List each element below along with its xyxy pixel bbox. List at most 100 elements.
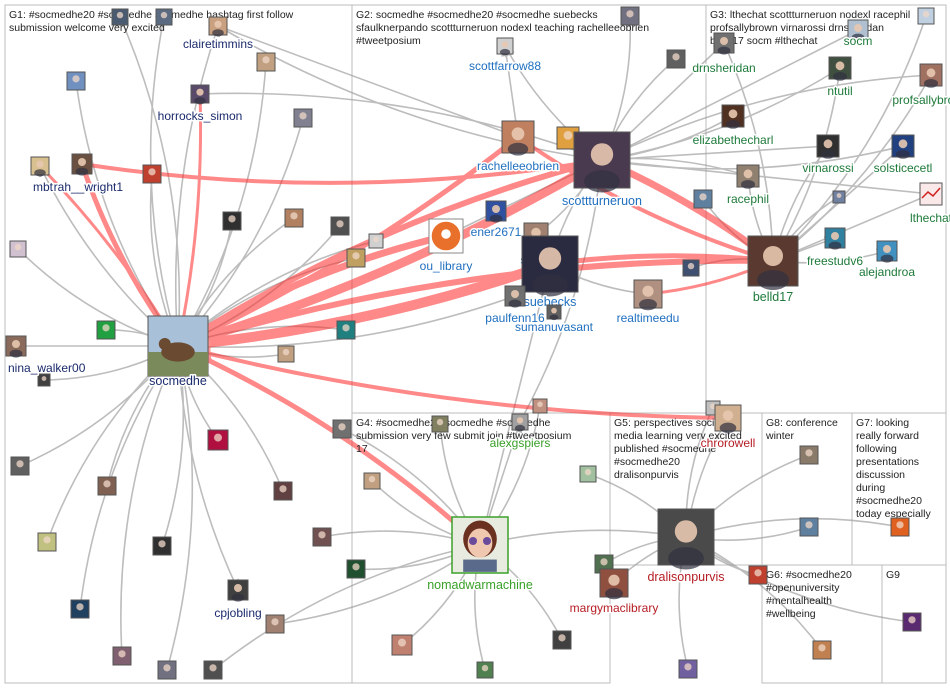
avatar-photo-icon[interactable]	[157, 660, 177, 680]
node-ntutil[interactable]: ntutil	[826, 56, 854, 100]
avatar-photo-icon[interactable]	[9, 240, 27, 258]
node-profsallybrown[interactable]: profsallybrown	[891, 63, 950, 109]
node-freestudv6[interactable]: freestudv6	[805, 227, 865, 270]
avatar-photo-icon[interactable]	[66, 71, 86, 91]
node-socm[interactable]: socm	[842, 19, 874, 50]
avatar-photo-icon[interactable]	[368, 233, 384, 249]
node-horrocks_simon[interactable]: horrocks_simon	[156, 84, 244, 125]
avatar-head	[684, 663, 692, 671]
avatar-photo-icon[interactable]	[363, 472, 381, 490]
avatar-photo-icon[interactable]	[620, 6, 640, 26]
node-chrorowell[interactable]: chrorowell	[699, 404, 757, 452]
edge	[601, 69, 933, 161]
avatar-photo-icon[interactable]	[812, 640, 832, 660]
avatar-head	[600, 558, 608, 566]
avatar-head	[209, 664, 217, 672]
avatar-photo-icon[interactable]	[832, 190, 846, 204]
avatar-photo-icon[interactable]	[155, 8, 173, 26]
node-sumanuvasant[interactable]: sumanuvasant	[513, 304, 595, 336]
avatar-photo-icon[interactable]	[112, 646, 132, 666]
node-scottturneruon[interactable]: scottturneruon	[561, 131, 643, 210]
node-virnarossi[interactable]: virnarossi	[801, 134, 855, 177]
book-cover-icon[interactable]	[207, 429, 229, 451]
node-elizabethecharl[interactable]: elizabethecharl	[691, 104, 775, 149]
node-belld17[interactable]: belld17	[747, 235, 799, 306]
avatar-photo-icon[interactable]	[111, 8, 129, 26]
node-margymaclibrary[interactable]: margymaclibrary	[568, 568, 660, 617]
avatar-photo-icon[interactable]	[332, 419, 352, 439]
avatar-photo-icon[interactable]	[391, 634, 413, 656]
dog-photo-icon[interactable]	[346, 248, 366, 268]
node-realtimeedu[interactable]: realtimeedu	[615, 279, 681, 327]
diamond-logo-icon[interactable]	[336, 320, 356, 340]
avatar-photo-icon[interactable]	[476, 661, 494, 679]
node-drnsheridan[interactable]: drnsheridan	[691, 32, 757, 77]
avatar-photo-icon[interactable]	[917, 7, 935, 25]
node-cpjobling[interactable]: cpjobling	[213, 579, 263, 622]
node-ou_library[interactable]: ou_library	[418, 218, 474, 275]
avatar-photo-icon[interactable]	[222, 211, 242, 231]
node-scottfarrow88[interactable]: scottfarrow88	[467, 37, 543, 75]
avatar-photo-icon[interactable]	[70, 599, 90, 619]
node-dralisonpurvis[interactable]: dralisonpurvis	[646, 508, 726, 586]
avatar-head	[754, 569, 762, 577]
avatar-photo-icon	[721, 104, 745, 129]
node-racephil[interactable]: racephil	[725, 164, 771, 208]
avatar-photo-icon[interactable]	[799, 445, 819, 465]
node-alexgspiers[interactable]: alexgspiers	[488, 413, 552, 452]
node-sarah__wright1[interactable]: sarah__wright1	[39, 153, 125, 196]
avatar-photo-icon[interactable]	[97, 476, 117, 496]
node-solsticecetl[interactable]: solsticecetl	[872, 134, 934, 177]
avatar-head	[352, 563, 360, 571]
avatar-photo-icon[interactable]	[284, 208, 304, 228]
node-alejandroa[interactable]: alejandroa	[857, 240, 917, 281]
avatar-photo-icon[interactable]	[346, 559, 366, 579]
avatar-photo-icon[interactable]	[10, 456, 30, 476]
avatar-photo-icon[interactable]	[799, 517, 819, 537]
edge	[199, 92, 604, 162]
avatar-photo-icon[interactable]	[579, 465, 597, 483]
clt-logo-icon[interactable]	[902, 612, 922, 632]
node-paulfenn16[interactable]: paulfenn16	[484, 285, 547, 327]
photo-body	[828, 241, 842, 250]
avatar-photo-icon[interactable]	[890, 517, 910, 537]
node-label: clairetimmins	[183, 37, 253, 51]
node-rachelleeobrien[interactable]: rachelleeobrien	[475, 120, 561, 175]
avatar-photo-icon[interactable]	[552, 630, 572, 650]
avatar-photo-icon[interactable]	[748, 565, 768, 585]
photo-body	[639, 299, 657, 311]
avatar-photo-icon[interactable]	[256, 52, 276, 72]
avatar-photo-icon[interactable]	[682, 259, 700, 277]
photo-head	[531, 227, 541, 238]
avatar-photo-icon[interactable]	[693, 189, 713, 209]
avatar-photo-icon[interactable]	[330, 216, 350, 236]
avatar-photo-icon[interactable]	[37, 532, 57, 552]
avatar-photo-icon[interactable]	[678, 659, 698, 679]
avatar-photo-icon[interactable]	[666, 49, 686, 69]
node-nina_walker00[interactable]: nina_walker00	[5, 335, 87, 377]
label-line: G3: lthechat scottturneruon nodexl racep…	[710, 9, 910, 21]
avatar-photo-icon[interactable]	[293, 108, 313, 128]
avatar-photo-icon[interactable]	[142, 164, 162, 184]
avatar-photo-icon[interactable]	[37, 373, 51, 387]
avatar-photo-icon[interactable]	[277, 345, 295, 363]
avatar-photo-icon[interactable]	[265, 614, 285, 634]
avatar-photo-icon[interactable]	[431, 415, 449, 433]
node-lthechat[interactable]: lthechat	[908, 182, 950, 227]
node-nomadwarmachine[interactable]: nomadwarmachine	[426, 516, 534, 594]
avatar-photo-icon[interactable]	[312, 527, 332, 547]
avatar-photo-icon[interactable]	[273, 481, 293, 501]
avatar-photo-icon[interactable]	[203, 660, 223, 680]
node-ener2671[interactable]: ener2671	[469, 200, 523, 241]
check-badge-icon[interactable]	[96, 320, 116, 340]
avatar-head	[76, 603, 84, 611]
node-clairetimmins[interactable]: clairetimmins	[181, 16, 255, 53]
node-socmedhe[interactable]: socmedhe	[147, 315, 209, 390]
avatar-photo-icon[interactable]	[152, 536, 172, 556]
photo-body	[584, 170, 620, 193]
node-mbt[interactable]: mbt	[30, 156, 55, 196]
avatar-head	[116, 11, 124, 19]
photo-body	[740, 179, 756, 189]
node-suebecks[interactable]: suebecks	[521, 235, 579, 311]
avatar-photo-icon[interactable]	[532, 398, 548, 414]
